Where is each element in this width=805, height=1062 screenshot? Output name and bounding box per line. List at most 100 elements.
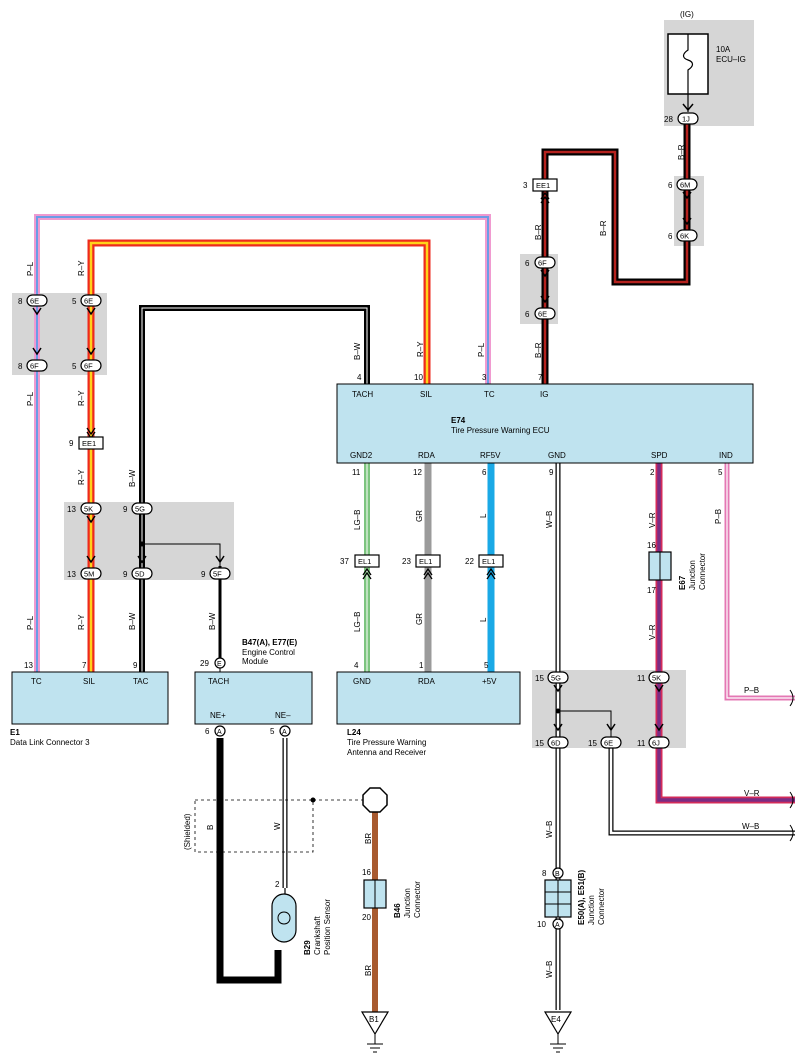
wire-end-w-b <box>789 824 794 842</box>
wire-b-w-stripe <box>141 307 368 672</box>
svg-text:5: 5 <box>72 362 77 371</box>
ecu-code: E74 <box>451 416 466 425</box>
antenna-pin-gnd: GND <box>353 677 371 686</box>
svg-text:22: 22 <box>465 557 474 566</box>
antenna-name-2: Antenna and Receiver <box>347 748 427 757</box>
shielded-label: (Shielded) <box>183 813 192 850</box>
connector-ee1-top: EE1 3 <box>523 178 558 192</box>
jc-e67-code: E67 <box>678 575 687 590</box>
svg-text:EE1: EE1 <box>536 181 550 190</box>
wire-label-b-w-1: B–W <box>353 342 362 360</box>
wire-label-gr-1: GR <box>415 510 424 522</box>
svg-text:5K: 5K <box>84 505 93 514</box>
fuse-rating: 10A <box>716 45 731 54</box>
fuse-name: ECU–IG <box>716 55 746 64</box>
wire-b-ne-plus <box>216 738 282 984</box>
ground-e4-symbol <box>550 1034 566 1053</box>
ecm-tach-conn <box>214 657 226 669</box>
shield-box <box>194 799 314 853</box>
jc-e67-name-1: Junction <box>688 560 697 590</box>
wire-end-v-r <box>789 791 794 809</box>
chevron-up-icon <box>362 567 496 580</box>
wire-label-br-2: BR <box>364 965 373 976</box>
jc-e67-name-2: Connector <box>698 553 707 590</box>
antenna-code: L24 <box>347 728 361 737</box>
junction-5g-right: 5G 15 <box>535 671 569 684</box>
svg-text:8: 8 <box>18 297 23 306</box>
wire-label-w-b-3: W–B <box>545 961 554 978</box>
wire-label-b-r-4: B–R <box>534 342 543 358</box>
sensor-name-2: Position Sensor <box>323 899 332 955</box>
svg-text:6K: 6K <box>680 232 689 241</box>
wire-p-b-stripe <box>726 463 795 699</box>
jc-b46-name-2: Connector <box>413 881 422 918</box>
ecu-pin-gnd: GND <box>548 451 566 460</box>
svg-text:13: 13 <box>67 505 76 514</box>
svg-text:6E: 6E <box>538 310 547 319</box>
ecm-name-1: Engine Control <box>242 648 295 657</box>
svg-text:15: 15 <box>535 739 544 748</box>
junction-6f-pl: 6F 8 <box>18 359 48 372</box>
wire-label-v-r-3: V–R <box>744 789 760 798</box>
wire-label-w: W <box>273 822 282 830</box>
wire-end-p-b <box>789 689 794 707</box>
svg-text:6E: 6E <box>30 297 39 306</box>
ground-b1-label: B1 <box>369 1015 379 1024</box>
ecu-pin-ig: IG <box>540 390 548 399</box>
crank-sensor-icon <box>271 893 297 943</box>
dlc-pin-tac: TAC <box>133 677 149 686</box>
junction-6e-ry: 6E 5 <box>72 294 102 307</box>
jc-e50-conn-top <box>552 867 564 879</box>
splice-dot-w-b <box>555 708 561 714</box>
wire-label-r-y-1: R–Y <box>77 260 86 276</box>
dlc-pin-sil-num: 7 <box>82 661 87 670</box>
connector-el1-a: EL1 37 <box>340 554 380 568</box>
wire-label-b: B <box>206 825 215 830</box>
ecu-pin-ind: IND <box>719 451 733 460</box>
wire-label-v-r-1: V–R <box>648 512 657 528</box>
svg-text:EL1: EL1 <box>482 557 495 566</box>
junction-5d: 5D 9 <box>123 567 153 580</box>
ecu-name: Tire Pressure Warning ECU <box>451 426 550 435</box>
svg-text:23: 23 <box>402 557 411 566</box>
svg-text:9: 9 <box>123 505 128 514</box>
ecm-ne-plus-conn <box>214 725 226 737</box>
engine-ecm <box>194 671 313 725</box>
connector-1j-pin: 28 <box>664 115 673 124</box>
jc-e67-pin-bottom: 17 <box>647 586 656 595</box>
wire-p-b <box>724 463 795 701</box>
ecm-pin-ne-minus: NE– <box>275 711 291 720</box>
ground-b1-icon <box>360 1011 390 1036</box>
wire-label-l-2: L <box>479 617 488 622</box>
jc-e50-name-1: Junction <box>587 895 596 925</box>
junction-6d: 6D 15 <box>535 736 569 749</box>
jc-b46-pin-bottom: 20 <box>362 913 371 922</box>
wire-label-p-l-3: P–L <box>26 615 35 630</box>
svg-text:6M: 6M <box>680 181 690 190</box>
wire-label-p-b-2: P–B <box>744 686 759 695</box>
wire-label-r-y-5: R–Y <box>416 341 425 357</box>
ecm-ne-minus-conn-label: A <box>282 729 287 736</box>
ecu-pin-rda: RDA <box>418 451 436 460</box>
svg-text:6J: 6J <box>652 739 660 748</box>
wire-label-lg-b-2: LG–B <box>353 612 362 632</box>
svg-text:5: 5 <box>72 297 77 306</box>
junction-6e-pl: 6E 8 <box>18 294 48 307</box>
dlc-code: E1 <box>10 728 20 737</box>
svg-text:15: 15 <box>535 674 544 683</box>
antenna-pin-5v: +5V <box>482 677 497 686</box>
svg-text:6: 6 <box>525 259 530 268</box>
jc-e50-pin-bottom: 10 <box>537 920 546 929</box>
svg-text:9: 9 <box>123 570 128 579</box>
ecu-pin-ig-num: 7 <box>538 373 543 382</box>
dlc-pin-tac-num: 9 <box>133 661 138 670</box>
jc-e67-pin-top: 16 <box>647 541 656 550</box>
ecm-name-2: Module <box>242 657 269 666</box>
junction-6f-ry: 6F 5 <box>72 359 102 372</box>
fuse-source: (IG) <box>680 10 694 19</box>
svg-text:6D: 6D <box>551 739 561 748</box>
jc-b46-code: B46 <box>393 903 402 918</box>
svg-text:15: 15 <box>588 739 597 748</box>
dlc-pin-tc: TC <box>31 677 42 686</box>
wire-label-gr-2: GR <box>415 613 424 625</box>
